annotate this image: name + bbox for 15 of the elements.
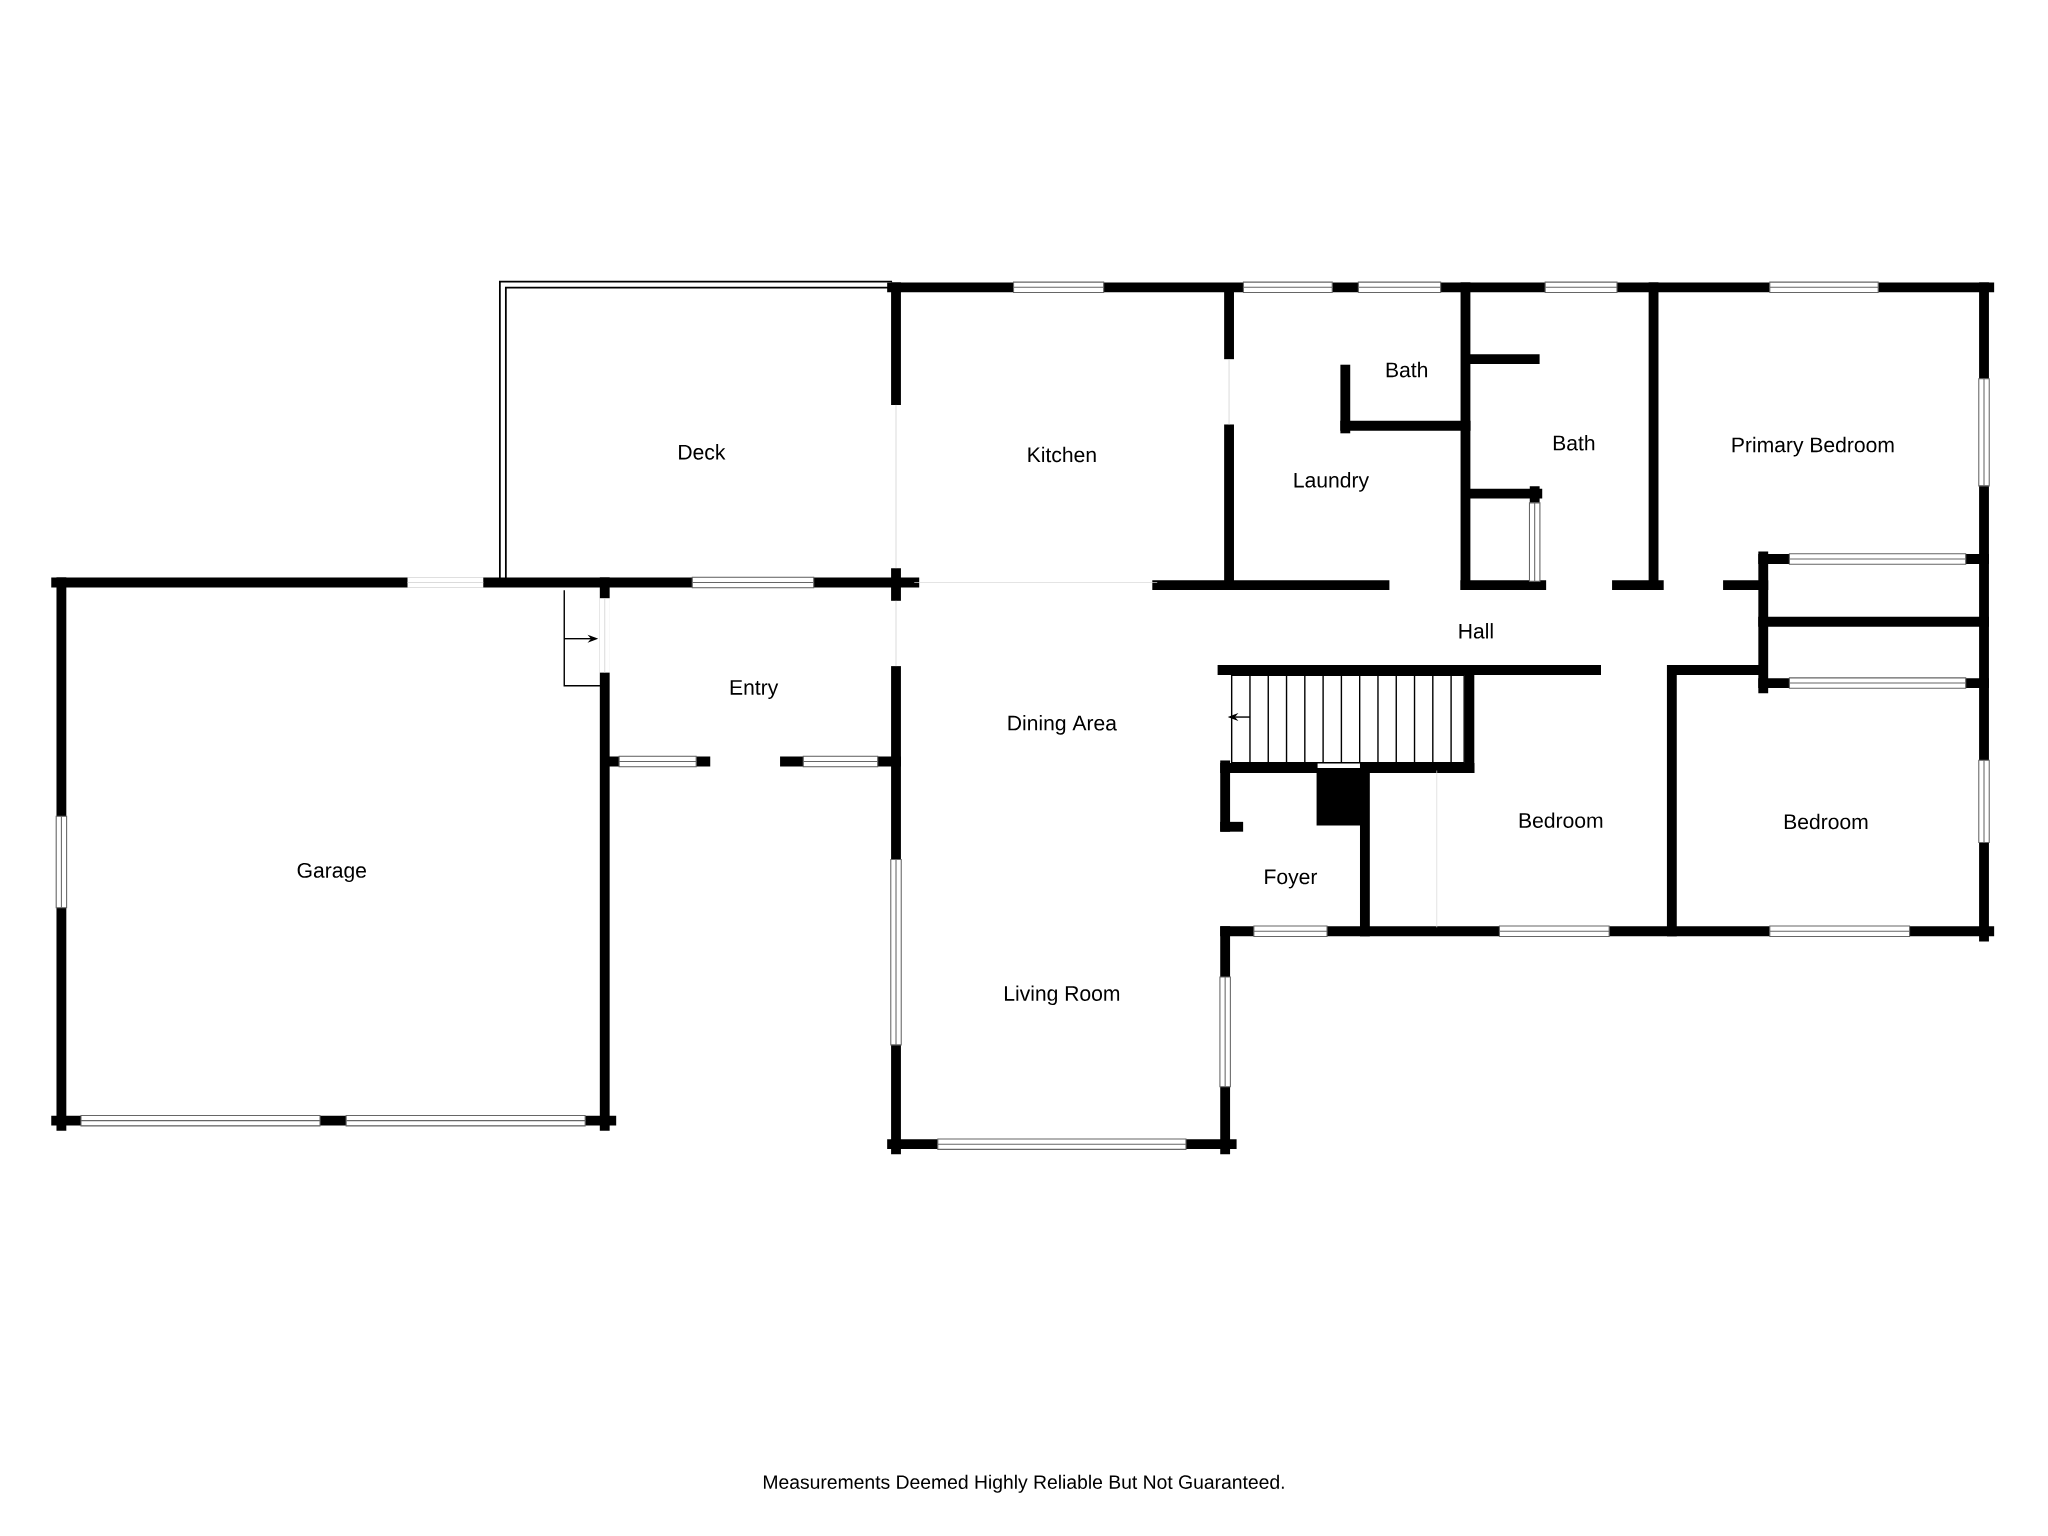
room-label: Bath xyxy=(1386,361,1427,378)
room-label: Foyer xyxy=(1265,869,1318,889)
room-label: Dining Area xyxy=(1008,715,1117,735)
room-label: Laundry xyxy=(1294,472,1369,492)
room-label: Bedroom xyxy=(1784,813,1868,830)
room-label: Kitchen xyxy=(1028,446,1096,463)
room-label: Bedroom xyxy=(1519,812,1603,828)
footer-note: Measurements Deemed Highly Reliable But Not Guaranteed. xyxy=(764,1474,1284,1493)
room-label: Entry xyxy=(730,680,779,700)
room-label: Living Room xyxy=(1005,985,1120,1006)
room-label: Deck xyxy=(679,444,726,460)
room-label: Bath xyxy=(1553,435,1595,451)
room-label: Garage xyxy=(297,862,366,882)
room-label: Primary Bedroom xyxy=(1732,436,1894,457)
room-label: Hall xyxy=(1459,623,1493,639)
